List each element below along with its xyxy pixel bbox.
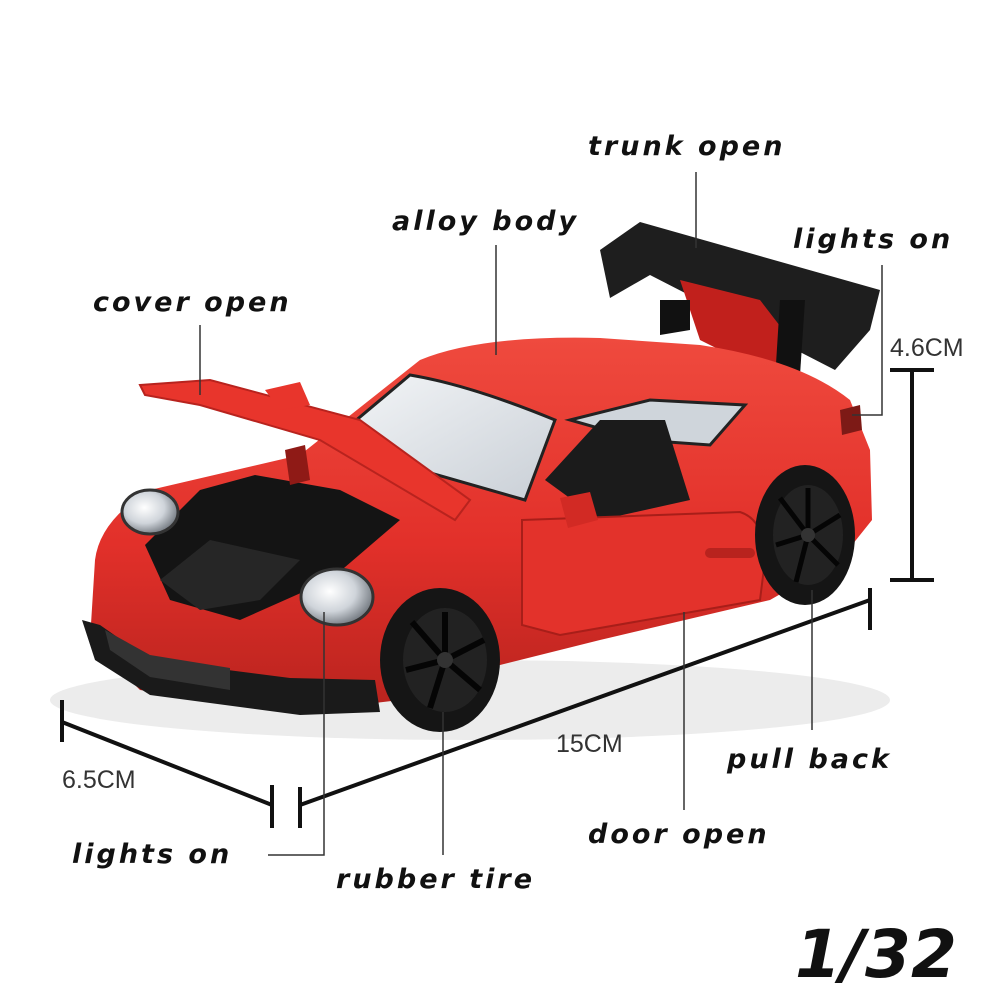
label-cover-open: cover open: [93, 287, 292, 318]
headlight-right: [299, 567, 375, 627]
label-trunk-open: trunk open: [588, 131, 786, 162]
label-door-open: door open: [588, 819, 770, 850]
rear-wheel: [755, 465, 855, 605]
label-pull-back: pull back: [727, 744, 892, 775]
open-door: [521, 510, 767, 637]
windshield: [332, 373, 557, 502]
label-lights-on-rear: lights on: [793, 224, 954, 255]
front-bumper: [82, 620, 380, 715]
label-rubber-tire: rubber tire: [336, 864, 536, 895]
dimension-lines: [60, 368, 934, 828]
label-alloy-body: alloy body: [392, 206, 580, 237]
dimension-width: 6.5CM: [62, 766, 136, 794]
scale-label: 1/32: [795, 916, 957, 993]
open-hood: [138, 378, 472, 522]
rear-spoiler: [600, 222, 880, 380]
label-lights-on-front: lights on: [72, 839, 233, 870]
dimension-length: 15CM: [556, 730, 623, 758]
leader-lines: [199, 172, 883, 856]
headlight-left: [120, 488, 180, 536]
front-wheel: [380, 588, 500, 732]
rear-light: [840, 405, 862, 435]
dimension-height: 4.6CM: [890, 334, 964, 362]
